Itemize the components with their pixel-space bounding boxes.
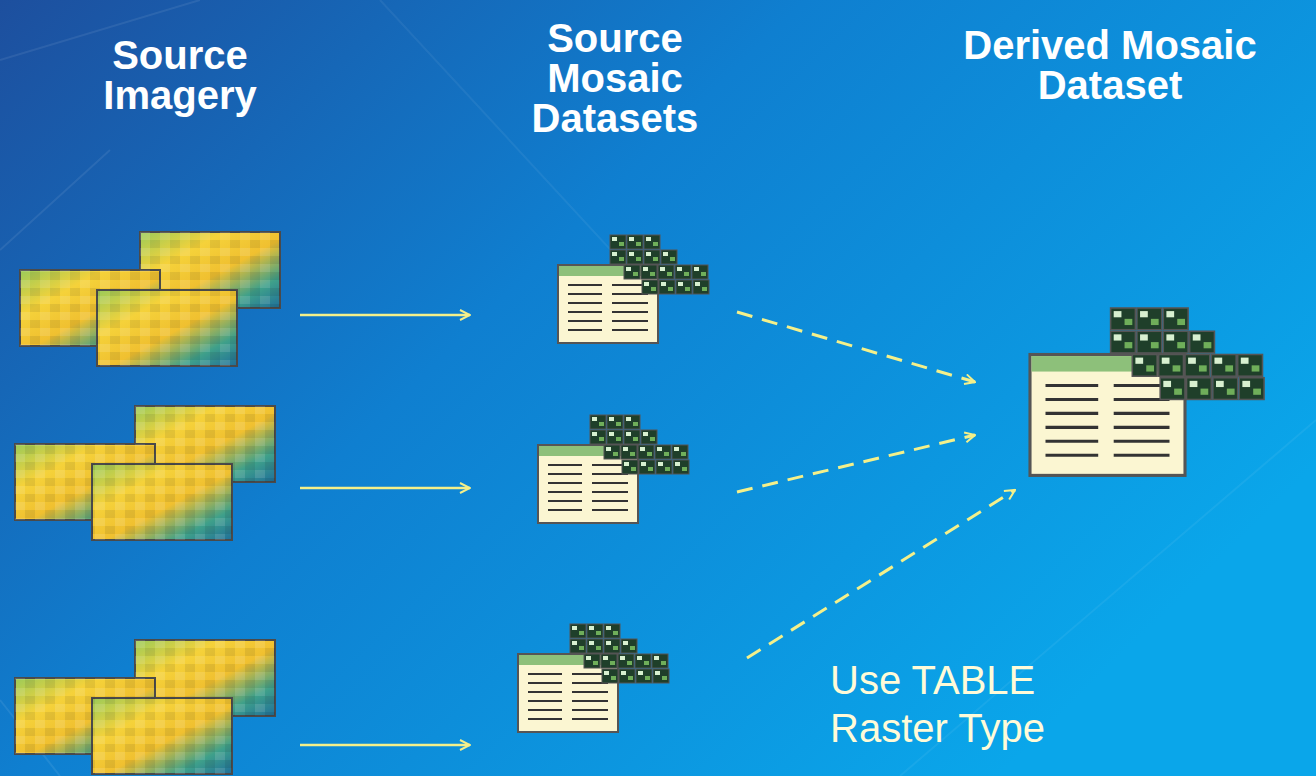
column-header: Source Mosaic Datasets — [505, 18, 725, 138]
column-header: Derived Mosaic Dataset — [910, 25, 1310, 105]
note-text: Use TABLE Raster Type — [830, 656, 1130, 752]
column-header: Source Imagery — [70, 35, 290, 115]
